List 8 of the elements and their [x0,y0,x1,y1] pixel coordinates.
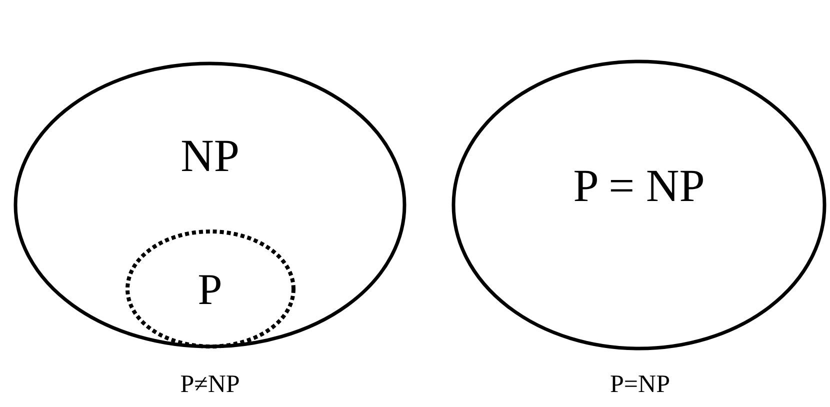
set-ellipse [126,230,295,348]
diagram-caption: P≠NP [180,372,240,397]
set-ellipse [14,62,406,348]
set-ellipse [452,60,826,350]
set-label: NP [180,133,240,179]
set-label: P [198,268,222,312]
set-label: P = NP [573,163,705,209]
diagram-caption: P=NP [610,372,670,397]
